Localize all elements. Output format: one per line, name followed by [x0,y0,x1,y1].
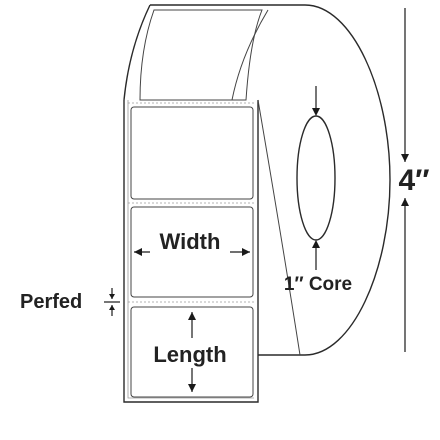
roll-outer-edge [150,4,391,356]
length-label: Length [153,342,226,367]
label-3 [130,206,254,298]
perfed-indicator [104,288,120,316]
core-dimension [312,86,320,270]
length-dimension [142,312,240,392]
diameter-label: 4″ [398,164,429,197]
diameter-dimension [401,8,409,352]
label-liner [123,100,259,403]
roll-top-edge [123,4,151,101]
label-2 [130,106,254,200]
perfed-label: Perfed [20,291,82,313]
core-label: 1″ Core [284,274,352,295]
width-dimension [134,228,250,258]
roll-liner-side [257,99,301,356]
label-4 [130,306,254,398]
width-label: Width [160,229,221,254]
roll-core [296,115,336,241]
roll-inner-slant [231,9,269,101]
label-1 [139,9,263,101]
label-liner-inner [127,100,254,399]
